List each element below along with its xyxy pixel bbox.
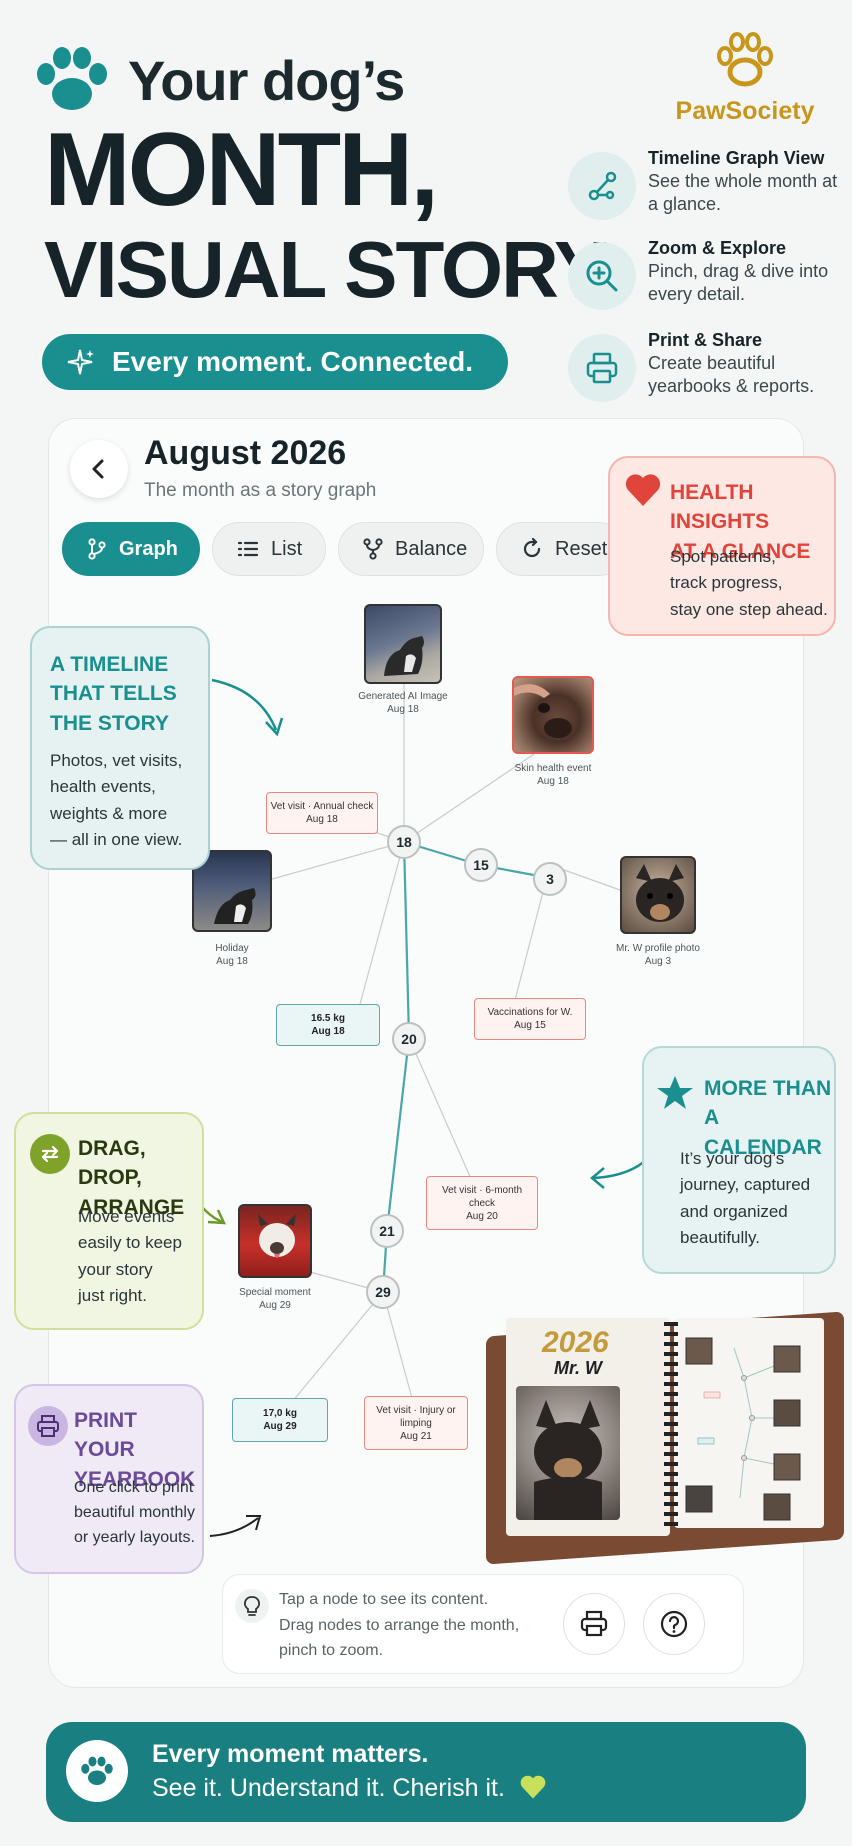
footer-subline: See it. Understand it. Cherish it. bbox=[152, 1774, 548, 1803]
month-subtitle: The month as a story graph bbox=[144, 480, 377, 501]
tab-label: List bbox=[271, 537, 303, 560]
tab-label: Graph bbox=[119, 537, 178, 560]
tab-list[interactable]: List bbox=[212, 522, 326, 576]
binder-rings bbox=[664, 1322, 678, 1526]
sparkle-icon bbox=[67, 349, 94, 375]
graph-icon bbox=[568, 152, 636, 220]
footer-banner bbox=[46, 1722, 806, 1822]
callout-desc: Spot patterns,track progress,stay one st… bbox=[670, 547, 828, 619]
feature-print: Print & Share Create beautiful yearbooks… bbox=[568, 330, 848, 410]
yearbook-mockup: 2026 Mr. W bbox=[486, 1311, 844, 1565]
question-mark-icon bbox=[660, 1610, 688, 1638]
photo-thumbnail[interactable] bbox=[238, 1204, 312, 1278]
paw-icon bbox=[66, 1740, 128, 1802]
tab-label: Balance bbox=[395, 537, 468, 560]
photo-thumbnail[interactable] bbox=[364, 604, 442, 684]
day-node[interactable]: 21 bbox=[370, 1214, 404, 1248]
feature-desc: See the whole month at a glance. bbox=[648, 171, 838, 214]
tab-graph[interactable]: Graph bbox=[62, 522, 200, 576]
hint-text: Tap a node to see its content.Drag nodes… bbox=[279, 1591, 520, 1660]
yearbook-graph-page bbox=[674, 1318, 824, 1528]
tagline-pill: Every moment. Connected. bbox=[42, 334, 508, 390]
feature-desc: Pinch, drag & dive into every detail. bbox=[648, 261, 829, 304]
feature-timeline: Timeline Graph View See the whole month … bbox=[568, 148, 848, 228]
heart-icon bbox=[625, 474, 661, 506]
feature-zoom: Zoom & Explore Pinch, drag & dive into e… bbox=[568, 238, 848, 318]
brand-logo: PawSociety bbox=[660, 30, 830, 126]
event-card[interactable]: Vaccinations for W.Aug 15 bbox=[474, 998, 586, 1040]
back-button[interactable] bbox=[70, 440, 128, 498]
yearbook-name: Mr. W bbox=[554, 1358, 602, 1378]
photo-thumbnail[interactable] bbox=[192, 850, 272, 932]
headline-month: MONTH, bbox=[44, 112, 439, 228]
balance-icon bbox=[363, 538, 383, 560]
star-icon bbox=[657, 1076, 693, 1109]
tab-reset[interactable]: Reset bbox=[496, 522, 626, 576]
zoom-in-icon bbox=[568, 242, 636, 310]
day-node[interactable]: 20 bbox=[392, 1022, 426, 1056]
dog-portrait-photo bbox=[516, 1386, 620, 1520]
day-node[interactable]: 18 bbox=[387, 825, 421, 859]
yearbook-year: 2026 bbox=[542, 1326, 609, 1359]
tab-label: Reset bbox=[555, 537, 608, 560]
feature-title: Print & Share bbox=[648, 330, 763, 350]
printer-icon bbox=[568, 334, 636, 402]
footer-headline: Every moment matters. bbox=[152, 1740, 429, 1768]
headline-visual-story: VISUAL STORY bbox=[44, 225, 607, 314]
tab-balance[interactable]: Balance bbox=[338, 522, 484, 576]
photo-thumbnail[interactable] bbox=[512, 676, 594, 754]
printer-icon bbox=[28, 1406, 68, 1446]
month-title: August 2026 bbox=[144, 434, 347, 472]
photo-thumbnail[interactable] bbox=[620, 856, 696, 934]
print-button[interactable] bbox=[563, 1593, 625, 1655]
heart-icon bbox=[520, 1775, 546, 1799]
list-icon bbox=[237, 541, 259, 557]
day-node[interactable]: 3 bbox=[533, 862, 567, 896]
feature-title: Zoom & Explore bbox=[648, 238, 787, 258]
swap-icon bbox=[30, 1134, 70, 1174]
tagline-text: Every moment. Connected. bbox=[112, 346, 473, 377]
help-button[interactable] bbox=[643, 1593, 705, 1655]
paw-logo-icon bbox=[717, 32, 773, 87]
day-node[interactable]: 15 bbox=[464, 848, 498, 882]
callout-title: DRAG, DROP,ARRANGE bbox=[78, 1137, 185, 1219]
chevron-left-icon bbox=[92, 459, 104, 479]
feature-desc: Create beautiful yearbooks & reports. bbox=[648, 353, 815, 396]
callout-desc: Photos, vet visits,health events,weights… bbox=[50, 751, 183, 850]
brand-name: PawSociety bbox=[675, 97, 815, 125]
feature-title: Timeline Graph View bbox=[648, 148, 825, 168]
reset-icon bbox=[523, 538, 541, 558]
day-node[interactable]: 29 bbox=[366, 1275, 400, 1309]
hint-bar: Tap a node to see its content.Drag nodes… bbox=[222, 1574, 744, 1674]
headline-top: Your dog’s bbox=[128, 49, 405, 112]
printer-icon bbox=[580, 1610, 608, 1637]
paw-icon bbox=[37, 47, 107, 110]
lightbulb-icon bbox=[235, 1589, 269, 1623]
branch-icon bbox=[88, 538, 106, 560]
